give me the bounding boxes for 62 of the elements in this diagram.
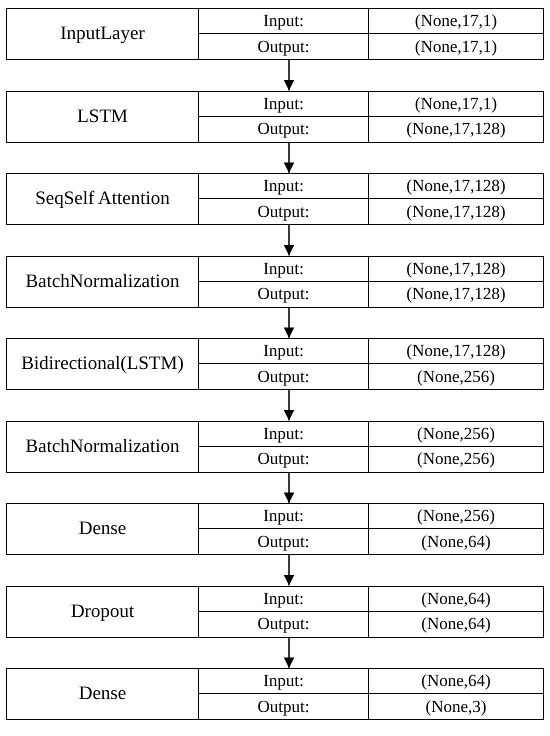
arrow: [284, 60, 294, 90]
shape-value: (None,17,128): [405, 200, 507, 222]
shape-value: (None,17,1): [414, 36, 498, 58]
arrow: [284, 142, 294, 173]
arrow: [284, 555, 294, 586]
port-label: Input:: [199, 422, 369, 446]
shape-value: (None,17,128): [405, 283, 507, 305]
arrow: [284, 390, 294, 420]
port-label: Output:: [199, 282, 369, 306]
port-label: Output:: [199, 529, 369, 554]
layer-box: [6, 503, 544, 555]
arrow: [284, 308, 294, 338]
port-label: Output:: [199, 694, 369, 719]
shape-value: (None,256): [369, 422, 543, 446]
port-label: Input:: [199, 669, 369, 694]
layer-box: [6, 586, 544, 638]
layer-name: BatchNormalization: [7, 256, 199, 306]
arrow: [284, 225, 294, 256]
layer-box: [6, 256, 544, 308]
port-label: Output:: [199, 116, 369, 142]
port-label: Input:: [199, 92, 369, 116]
port-label: Output:: [199, 199, 369, 224]
shape-value: (None,17,1): [369, 92, 543, 116]
arrow: [284, 472, 294, 503]
shape-value: (None,3): [424, 696, 488, 718]
port-label: Output:: [199, 34, 369, 59]
layer-name: Bidirectional(LSTM): [7, 339, 199, 389]
port-label: Input:: [199, 339, 369, 364]
layer-name: SeqSelf Attention: [7, 174, 199, 224]
shape-value: (None,256): [416, 366, 496, 388]
shape-value: (None,64): [369, 586, 543, 612]
port-label: Output:: [199, 446, 369, 472]
arrow: [284, 638, 294, 668]
shape-value: (None,256): [416, 448, 496, 470]
shape-value: (None,64): [420, 530, 492, 552]
layer-name: BatchNormalization: [7, 422, 199, 472]
layer-box: [6, 90, 544, 142]
layer-box: [6, 173, 544, 225]
port-label: Input:: [199, 504, 369, 529]
port-label: Input:: [199, 256, 369, 282]
layer-box: [6, 420, 544, 472]
layer-box: [6, 8, 544, 60]
layer-box: [6, 668, 544, 720]
layer-name: Dense: [7, 504, 199, 554]
shape-value: (None,17,128): [369, 174, 543, 199]
shape-value: (None,17,128): [369, 256, 543, 282]
port-label: Output:: [199, 364, 369, 389]
shape-value: (None,17,1): [369, 9, 543, 34]
shape-value: (None,64): [420, 613, 492, 635]
layer-name: InputLayer: [7, 9, 199, 59]
port-label: Input:: [199, 586, 369, 612]
layer-name: LSTM: [7, 92, 199, 142]
layer-name: Dense: [7, 669, 199, 719]
shape-value: (None,17,128): [369, 339, 543, 364]
shape-value: (None,17,128): [405, 118, 507, 140]
port-label: Input:: [199, 9, 369, 34]
port-label: Input:: [199, 174, 369, 199]
shape-value: (None,256): [369, 504, 543, 529]
port-label: Output:: [199, 612, 369, 636]
shape-value: (None,64): [369, 669, 543, 694]
layer-name: Dropout: [7, 586, 199, 636]
layer-box: [6, 338, 544, 390]
